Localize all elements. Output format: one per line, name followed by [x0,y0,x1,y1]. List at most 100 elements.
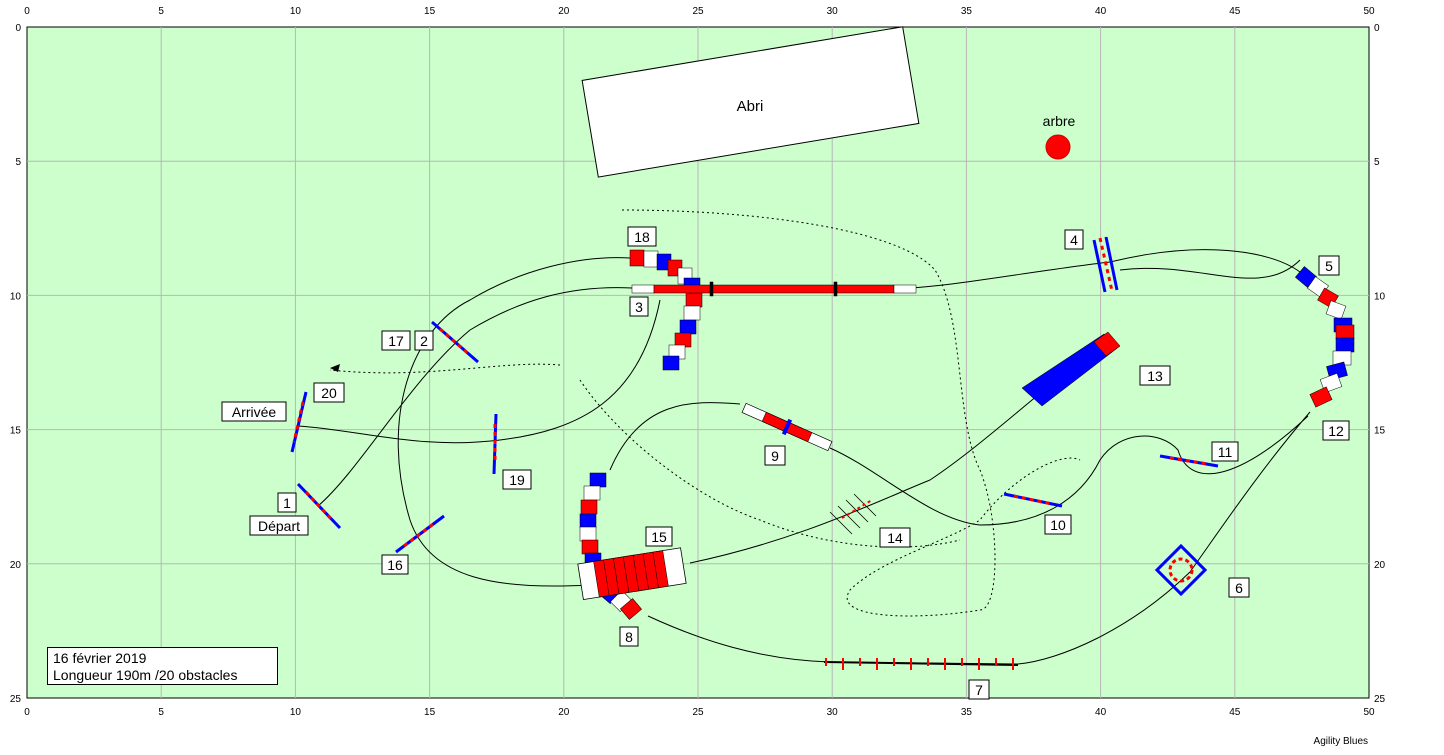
tunnel-5-12 [1295,266,1355,408]
x-tick-top: 5 [158,6,164,17]
svg-text:15: 15 [651,529,667,545]
label-1: 1 [277,492,297,513]
svg-text:17: 17 [388,333,404,349]
svg-text:11: 11 [1218,444,1233,460]
jump-4 [1092,236,1119,293]
x-tick-bottom: 50 [1363,707,1375,718]
y-tick-right: 25 [1374,694,1386,705]
svg-text:2: 2 [420,333,428,349]
svg-text:13: 13 [1147,368,1163,384]
jump-20 [290,391,308,453]
axis-ticks: 0055101015152020252530303535404045455050… [10,6,1386,718]
x-tick-bottom: 10 [290,707,302,718]
x-tick-bottom: 30 [827,707,839,718]
label-18: 18 [627,226,657,247]
label-5: 5 [1318,255,1340,276]
y-tick-right: 5 [1374,157,1380,168]
tree [1045,134,1071,160]
grid [27,27,1369,698]
label-2: 2 [414,330,434,351]
label-8: 8 [619,626,639,647]
y-tick-left: 20 [10,560,22,571]
jump-11 [1159,454,1219,468]
arrow-head [330,364,340,372]
x-tick-bottom: 40 [1095,707,1107,718]
y-tick-left: 25 [10,694,22,705]
svg-text:20: 20 [321,385,337,401]
long-jump-14 [829,493,877,535]
svg-text:Départ: Départ [258,518,300,534]
x-tick-top: 25 [692,6,704,17]
tunnel-18 [629,249,703,371]
svg-text:3: 3 [635,299,643,315]
svg-text:5: 5 [1325,258,1333,274]
svg-text:1: 1 [283,495,291,511]
y-tick-left: 10 [10,291,22,302]
svg-text:16: 16 [387,557,403,573]
course-info: 16 février 2019 Longueur 190m /20 obstac… [47,647,278,685]
dog-walk-3 [631,281,917,297]
course-length: Longueur 190m /20 obstacles [53,667,238,683]
jump-10 [1003,492,1063,508]
label-6: 6 [1228,577,1250,598]
shelter [581,26,920,178]
weave-7 [823,658,1019,670]
label-4: 4 [1064,229,1084,250]
x-tick-bottom: 25 [692,707,704,718]
x-tick-top: 0 [24,6,30,17]
label-20: 20 [313,382,345,403]
y-tick-right: 10 [1374,291,1386,302]
x-tick-top: 20 [558,6,570,17]
y-tick-left: 0 [15,23,21,34]
svg-text:9: 9 [771,448,779,464]
label-19: 19 [502,469,532,490]
obstacle-labels: 1 2 3 4 5 6 7 8 9 10 11 12 13 14 15 16 1… [277,226,1350,700]
svg-text:12: 12 [1328,423,1344,439]
label-13: 13 [1139,365,1171,386]
a-frame-15 [577,547,687,601]
finish-label: Arrivée [221,401,287,422]
chute-13 [1021,331,1121,407]
y-tick-right: 20 [1374,560,1386,571]
label-7: 7 [968,679,990,700]
x-tick-top: 15 [424,6,436,17]
x-tick-bottom: 5 [158,707,164,718]
credit: Agility Blues [1313,736,1368,747]
label-15: 15 [645,526,673,547]
svg-text:10: 10 [1050,517,1066,533]
label-9: 9 [764,445,786,466]
x-tick-bottom: 35 [961,707,973,718]
x-tick-top: 30 [827,6,839,17]
x-tick-top: 40 [1095,6,1107,17]
tunnel-8 [579,472,642,620]
jump-2 [431,320,479,364]
shelter-label: Abri [737,98,764,115]
jump-1 [296,482,342,530]
seesaw-9 [741,402,833,452]
label-17: 17 [381,330,411,351]
course-date: 16 février 2019 [53,650,147,666]
y-tick-left: 15 [10,426,22,437]
x-tick-bottom: 0 [24,707,30,718]
svg-text:14: 14 [887,530,903,546]
x-tick-top: 45 [1229,6,1241,17]
svg-text:7: 7 [975,682,983,698]
x-tick-top: 10 [290,6,302,17]
y-tick-left: 5 [15,157,21,168]
y-tick-right: 15 [1374,426,1386,437]
tree-label: arbre [1043,113,1076,129]
x-tick-bottom: 45 [1229,707,1241,718]
x-tick-top: 35 [961,6,973,17]
label-10: 10 [1044,514,1072,535]
svg-text:8: 8 [625,629,633,645]
svg-text:18: 18 [634,229,650,245]
x-tick-top: 50 [1363,6,1375,17]
svg-text:6: 6 [1235,580,1243,596]
svg-text:19: 19 [509,472,525,488]
x-tick-bottom: 20 [558,707,570,718]
jump-16 [395,514,445,554]
label-11: 11 [1211,441,1239,462]
label-14: 14 [879,527,911,548]
label-16: 16 [381,554,409,575]
